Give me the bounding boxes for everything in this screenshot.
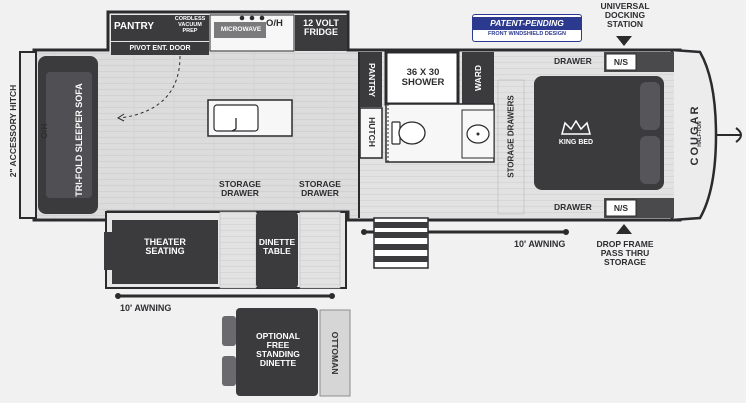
storage-drawer-2-label: STORAGE DRAWER <box>299 179 341 198</box>
king-bed <box>534 76 664 190</box>
optional-dinette <box>236 308 318 396</box>
toilet-icon <box>391 121 426 145</box>
ottoman <box>319 309 351 397</box>
dinette-table <box>256 212 298 288</box>
half-ton-text: HALF-TON <box>697 121 703 147</box>
ottoman-label: OTTOMAN <box>330 331 340 375</box>
ns-bottom-label: N/S <box>613 203 629 213</box>
optional-dinette-label: OPTIONAL FREE STANDING DINETTE <box>256 331 300 368</box>
hutch <box>359 107 383 159</box>
cordless-vacuum-label: CORDLESS VACUUM PREP <box>174 16 206 34</box>
universal-docking-label: UNIVERSAL DOCKING STATION <box>600 1 650 29</box>
pivot-door-label: PIVOT ENT. DOOR <box>129 45 191 52</box>
drawer-bottom-label: DRAWER <box>554 202 592 212</box>
pantry-side <box>360 52 382 107</box>
drop-frame-label: DROP FRAME PASS THRU STORAGE <box>596 239 654 267</box>
microwave-label: MICROWAVE <box>220 26 262 33</box>
arrow-up-icon <box>616 224 632 234</box>
badge-line-1: PATENT-PENDING DESIGN <box>473 17 581 41</box>
theater-label: THEATER SEATING <box>144 237 186 257</box>
ns-top <box>605 53 637 71</box>
king-bed-label: KING BED <box>558 139 594 146</box>
oh-top-label: O/H <box>266 18 283 29</box>
hutch-label: HUTCH <box>367 117 377 147</box>
entry-steps <box>373 217 429 269</box>
awning-right-label: 10' AWNING <box>514 239 566 249</box>
crown-icon <box>561 119 591 135</box>
ns-top-label: N/S <box>613 57 629 67</box>
accessory-hitch-label: 2" ACCESSORY HITCH <box>8 84 18 178</box>
awning-left-label: 10' AWNING <box>120 303 172 313</box>
pivot-door-panel <box>111 42 209 55</box>
oh-left-label: O/H <box>39 123 49 139</box>
theater-seating <box>112 220 218 284</box>
storage-drawers-label: STORAGE DRAWERS <box>506 95 516 178</box>
microwave-box <box>214 22 266 38</box>
rear-wall <box>19 51 37 219</box>
storage-drawer-left <box>219 211 257 289</box>
fridge-label: 12 VOLT FRIDGE <box>303 18 339 38</box>
arrow-down-icon <box>616 36 632 46</box>
pantry-top-label: PANTRY <box>114 21 154 32</box>
fridge-box <box>295 15 347 51</box>
pantry-cabinet <box>111 15 209 41</box>
storage-drawers <box>497 79 525 215</box>
badge-line-2: FRONT WINDSHIELD DESIGN <box>488 31 566 37</box>
wardrobe <box>462 52 494 104</box>
sofa-label: TRI-FOLD SLEEPER SOFA <box>74 83 85 197</box>
ns-bottom <box>605 199 637 217</box>
storage-drawer-right <box>299 211 341 289</box>
shower-label: 36 X 30 SHOWER <box>401 67 445 88</box>
patent-pending-badge: PATENT-PENDING DESIGN FRONT WINDSHIELD D… <box>472 14 582 42</box>
pantry-side-label: PANTRY <box>367 63 377 97</box>
dinette-table-label: DINETTE TABLE <box>258 237 296 256</box>
drawer-top-label: DRAWER <box>554 56 592 66</box>
storage-drawer-1-label: STORAGE DRAWER <box>219 179 261 198</box>
ward-label: WARD <box>473 65 483 91</box>
